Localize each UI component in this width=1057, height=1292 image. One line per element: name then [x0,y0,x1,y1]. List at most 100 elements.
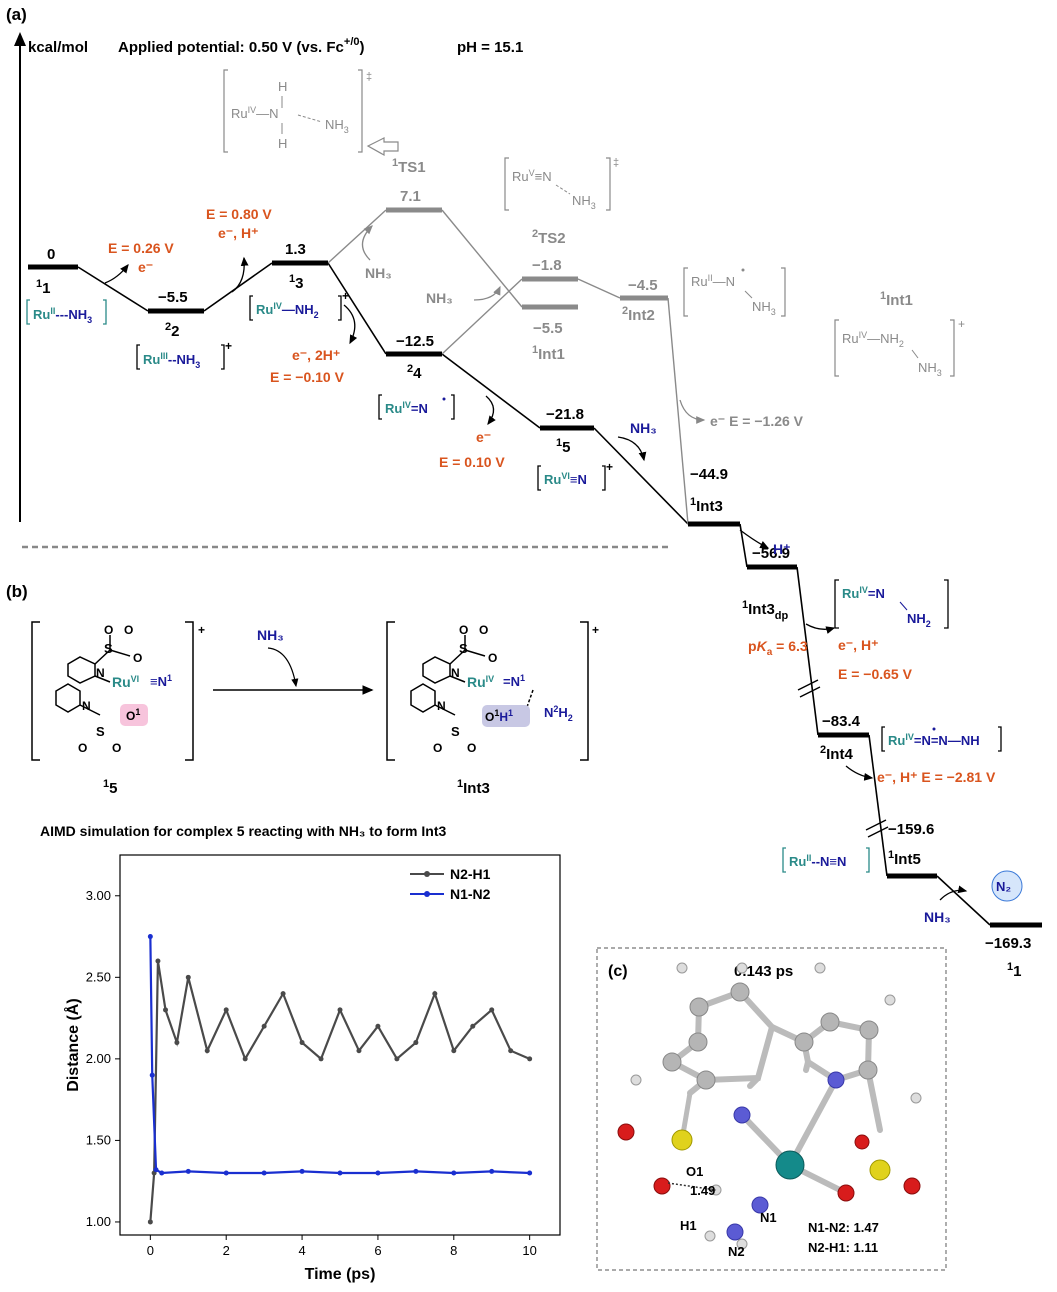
svg-text:N: N [451,666,460,680]
svg-text:N: N [82,699,91,713]
energy-value: −1.8 [532,257,562,274]
potential-label: Applied potential: 0.50 V (vs. Fc+/0) [118,36,365,56]
y-tick-label: 1.50 [86,1132,111,1147]
x-axis-label: Time (ps) [305,1266,376,1283]
svg-text:S: S [104,641,113,656]
ru-atom-icon [775,1150,805,1180]
svg-text:RuVI: RuVI [112,674,139,690]
state-label: 1Int3 [690,496,723,515]
state-label: 2Int4 [820,744,853,763]
svg-text:+: + [592,623,599,637]
state-label: 1Int5 [888,849,921,868]
aimd-title: AIMD simulation for complex 5 reacting w… [40,823,447,839]
panel-a-label: (a) [6,5,27,24]
svg-text:O: O [133,651,142,665]
main-path-connectors [77,262,991,926]
data-point [451,1048,457,1054]
data-point [489,1168,495,1174]
svg-text:N: N [437,699,446,713]
energy-value: −4.5 [628,277,658,294]
state-label: 13 [289,273,303,292]
data-point [375,1170,381,1176]
energy-value: −21.8 [546,406,584,423]
step-label: H⁺ [773,541,791,557]
data-point [356,1048,362,1054]
legend-label: N1-N2 [450,886,491,902]
x-tick-label: 10 [522,1243,536,1258]
svg-text:O: O [488,651,497,665]
state-label: 2TS2 [532,228,566,247]
state-label: 24 [407,363,422,382]
n2-bubble [991,870,1023,902]
svg-text:RuIV—NH2: RuIV—NH2 [256,301,319,320]
svg-text:O: O [104,623,113,637]
y-tick-label: 2.00 [86,1051,111,1066]
data-point [147,934,153,940]
svg-text:RuII—N: RuII—N [691,273,735,289]
legend-marker [424,891,430,897]
svg-text:RuIII--NH3: RuIII--NH3 [143,351,200,370]
data-point [337,1170,343,1176]
alt-path-connectors [327,209,689,525]
pka-label: pKa = 6.3 [748,638,808,658]
structure-labels: RuII---NH3 RuIII--NH3 + RuIV—NH2 + RuIV=… [26,69,1002,873]
step-label: NH₃ [630,420,657,436]
legend-label: N2-H1 [450,866,491,882]
atom-label-h1: H1 [680,1218,697,1233]
svg-text:RuIV: RuIV [467,674,494,690]
svg-text:RuIV—N: RuIV—N [231,105,279,121]
data-point [223,1170,229,1176]
data-point [413,1040,419,1046]
reagent-label: NH₃ [257,627,284,643]
svg-text:RuIV=N: RuIV=N [842,585,885,601]
svg-text:NH3: NH3 [572,193,596,211]
y-axis-label: Distance (Å) [63,998,82,1091]
svg-text:+: + [342,289,349,303]
svg-text:O: O [479,623,488,637]
plot-frame [119,854,561,1236]
svg-text:RuIV=N=N—NH: RuIV=N=N—NH [888,732,980,748]
svg-text:RuIV—NH2: RuIV—NH2 [842,330,904,349]
svg-text:O1H1: O1H1 [485,708,513,724]
data-point [155,958,161,964]
data-point [394,1056,400,1062]
svg-text:RuV≡N: RuV≡N [512,168,552,184]
step-label: e⁻, 2H⁺ [292,347,340,363]
energy-value: −56.9 [752,545,790,562]
axis-break-marks [797,679,889,838]
atom-label-o1: O1 [686,1164,703,1179]
data-point [147,1219,153,1225]
data-point [299,1168,305,1174]
svg-text:≡N1: ≡N1 [150,673,172,689]
data-point [149,1072,155,1078]
x-tick-label: 2 [223,1243,230,1258]
complex-5-label: 15 [103,778,117,797]
svg-text:+: + [606,460,613,474]
step-label: NH₃ [426,290,453,306]
bond-length-label: 1.49 [690,1183,715,1198]
svg-text:+: + [958,317,965,331]
potential-value: E = 0.80 V [206,206,272,222]
svg-text:RuII--N≡N: RuII--N≡N [789,853,846,869]
svg-text:N: N [96,666,105,680]
svg-text:NH2: NH2 [907,611,931,629]
svg-text:RuIV=N: RuIV=N [385,400,428,416]
svg-text:‡: ‡ [366,71,372,83]
atom-label-n2: N2 [728,1244,745,1259]
data-point [280,991,286,997]
panel-b-label: (b) [6,582,28,601]
state-label: 1Int3dp [742,599,789,622]
int3-label: 1Int3 [457,778,490,797]
energy-value: −5.5 [158,289,188,306]
svg-text:+: + [198,623,205,637]
energy-value: −12.5 [396,333,434,350]
energy-value: −159.6 [888,821,934,838]
state-label: 2Int2 [622,305,655,324]
energy-axis-arrow-icon [14,32,26,46]
x-tick-label: 8 [450,1243,457,1258]
potential-value: E = 0.10 V [439,454,505,470]
